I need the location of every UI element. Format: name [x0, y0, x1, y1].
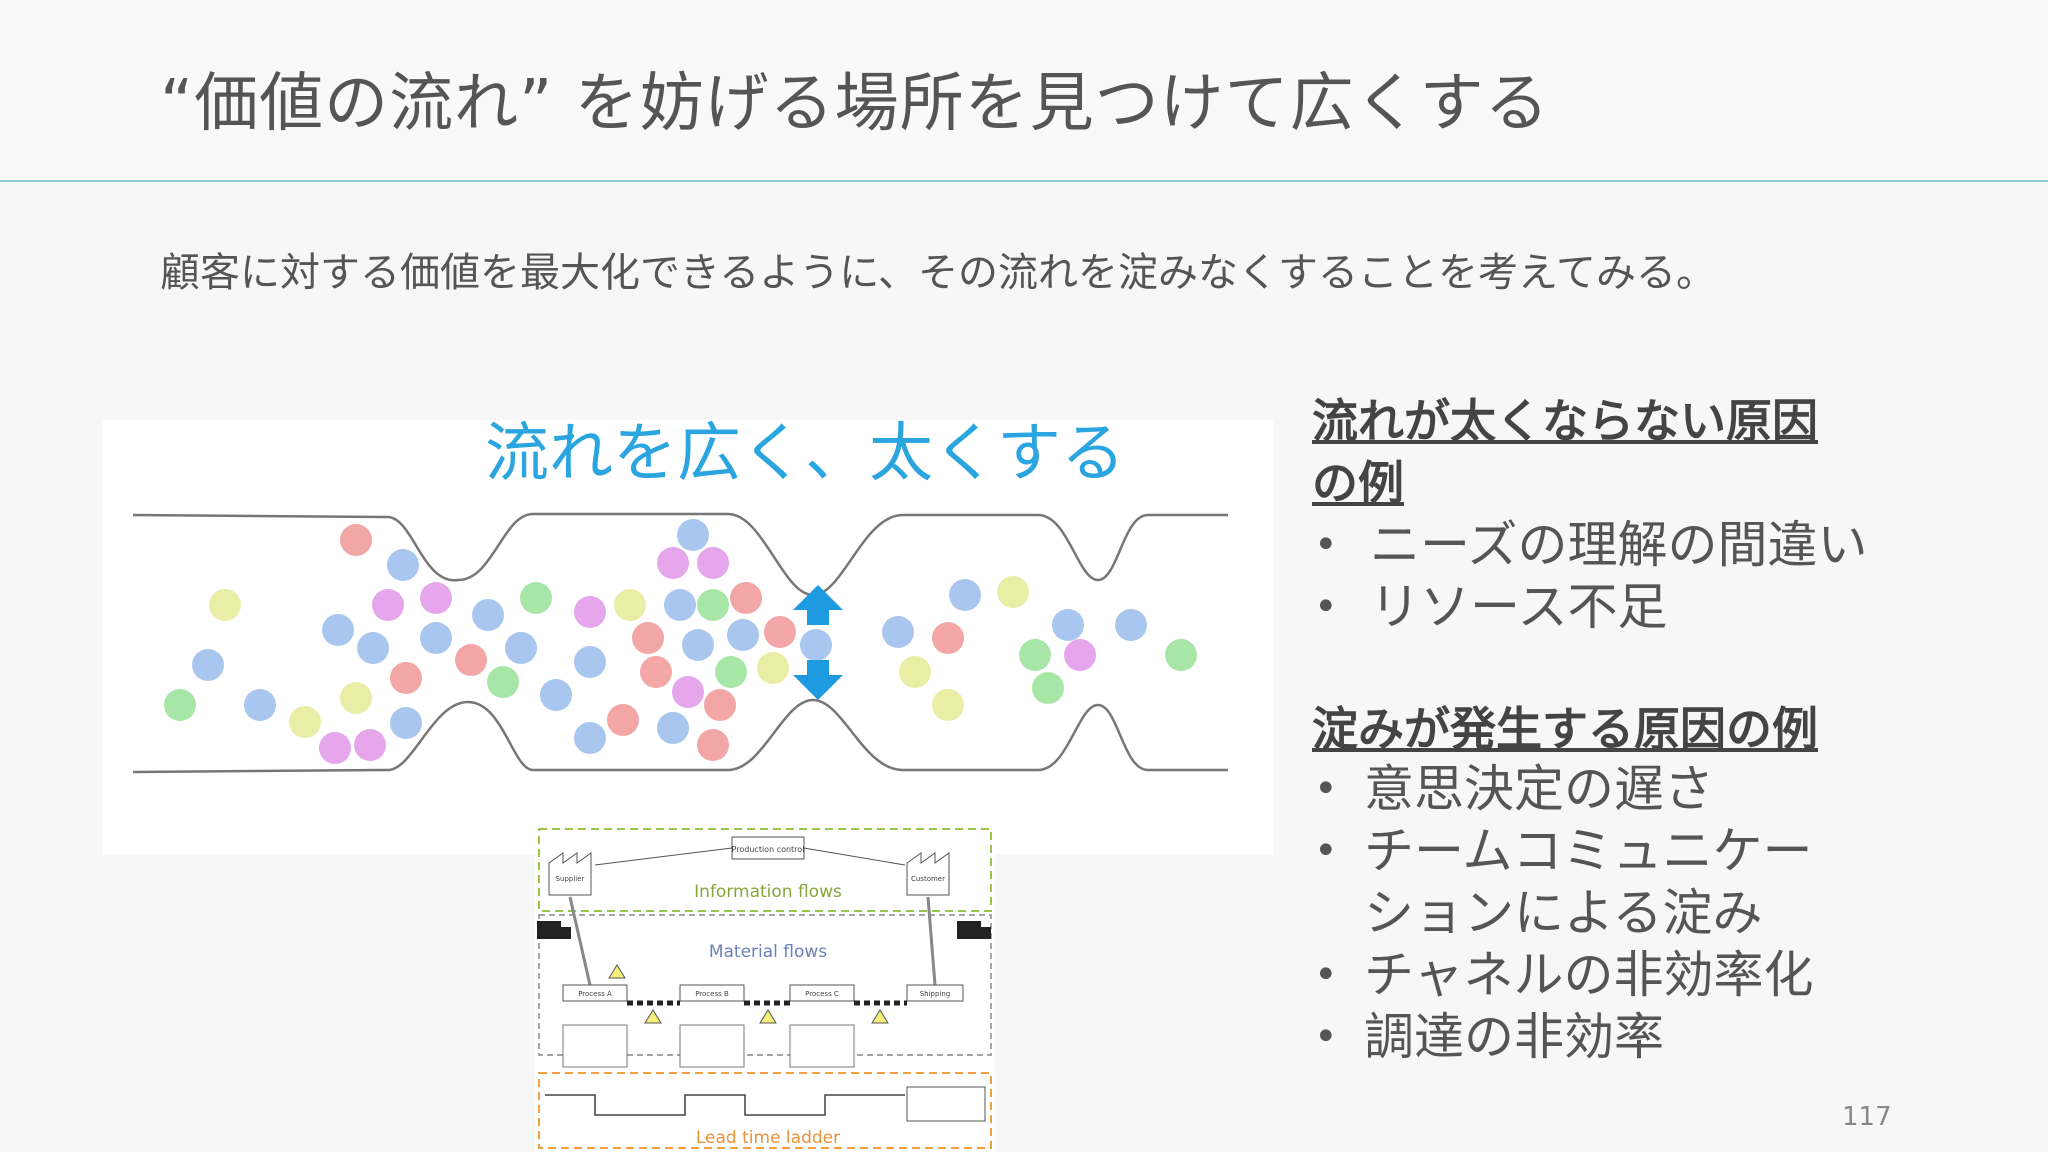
causes-stagnation-heading: 淀みが発生する原因の例: [1312, 702, 1818, 756]
causes-narrow-heading-line1: 流れが太くならない原因: [1312, 394, 1818, 448]
list-item: 調達の非効率: [1312, 1006, 1814, 1068]
slide-title: “価値の流れ” を妨げる場所を見つけて広くする: [160, 67, 1550, 141]
flow-value-circles: [164, 519, 1197, 764]
flow-heading: 流れを広く、太くする: [485, 417, 1125, 491]
lead-time-ladder-label: Lead time ladder: [696, 1128, 840, 1148]
list-item: チームコミュニケー: [1312, 820, 1814, 882]
information-flows-label: Information flows: [694, 882, 842, 902]
flow-diagram: [132, 512, 1228, 774]
list-item-continuation: ションによる淀み: [1364, 884, 1763, 942]
process-a-label: Process A: [578, 990, 612, 998]
causes-narrow-heading: 流れが太くならない原因 の例: [1312, 390, 1818, 514]
causes-narrow-heading-line2: の例: [1312, 456, 1404, 510]
page-number: 117: [1842, 1102, 1892, 1132]
list-item: ニーズの理解の間違い: [1312, 514, 1868, 576]
supplier-label: Supplier: [556, 875, 585, 883]
value-stream-map: Production control Supplier Customer Inf…: [535, 825, 995, 1152]
customer-label: Customer: [911, 875, 945, 883]
list-item: 意思決定の遅さ: [1312, 758, 1814, 820]
widen-arrow-icon: [793, 585, 843, 700]
list-item: リソース不足: [1312, 576, 1868, 638]
material-flows-label: Material flows: [709, 942, 827, 962]
slide-header: “価値の流れ” を妨げる場所を見つけて広くする: [0, 0, 2048, 182]
flow-channel-bottom: [132, 698, 1228, 774]
list-item: チャネルの非効率化: [1312, 944, 1814, 1006]
process-b-label: Process B: [695, 990, 729, 998]
production-control-label: Production control: [732, 845, 805, 854]
causes-stagnation-list: 意思決定の遅さ チームコミュニケー ションによる淀み チャネルの非効率化 調達の…: [1312, 758, 1814, 1068]
shipping-label: Shipping: [920, 990, 951, 998]
slide-subtitle: 顧客に対する価値を最大化できるように、その流れを淀みなくすることを考えてみる。: [160, 250, 1716, 296]
causes-narrow-list: ニーズの理解の間違い リソース不足: [1312, 514, 1868, 638]
process-c-label: Process C: [805, 990, 839, 998]
